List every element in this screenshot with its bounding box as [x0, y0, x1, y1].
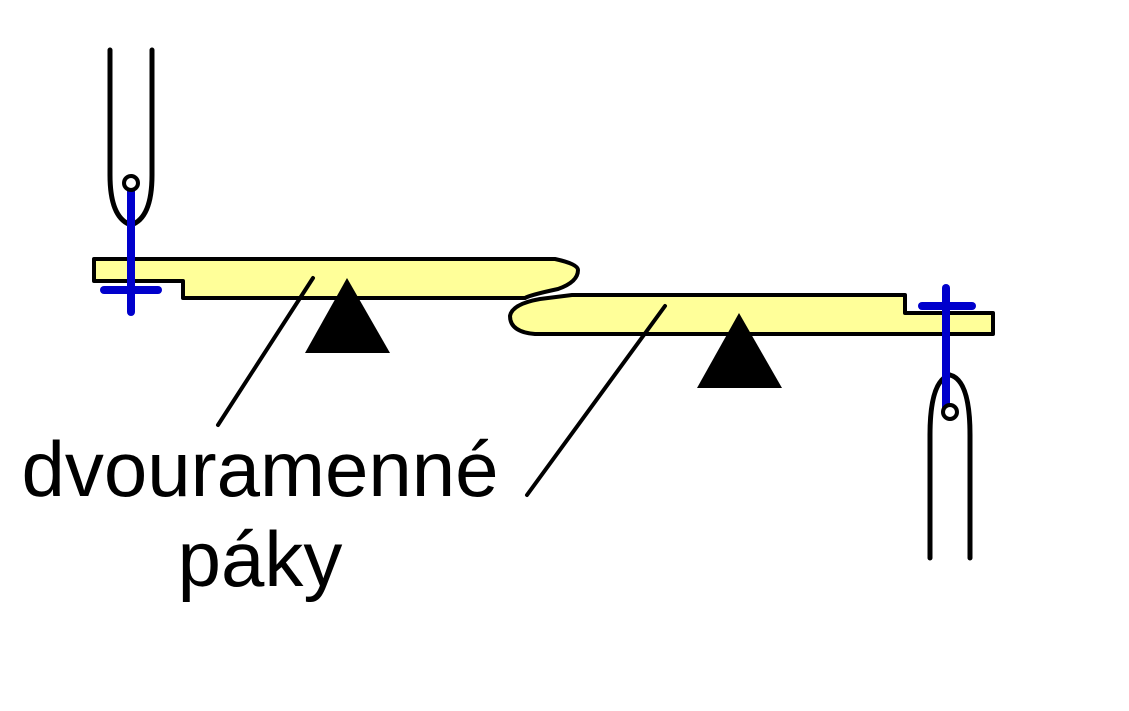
right-pin-hole — [941, 403, 959, 421]
right-lever — [508, 293, 995, 336]
left-fulcrum — [305, 278, 390, 353]
left-pin-hole — [122, 174, 140, 192]
right-fulcrum — [697, 313, 782, 388]
label-line-1: dvouramenné — [21, 425, 499, 513]
right-leader-line — [525, 304, 667, 497]
left-pin — [100, 184, 162, 316]
left-lever — [92, 257, 580, 300]
right-pin — [918, 284, 976, 414]
label-line-2: páky — [177, 515, 343, 603]
left-leader-line — [216, 276, 315, 427]
